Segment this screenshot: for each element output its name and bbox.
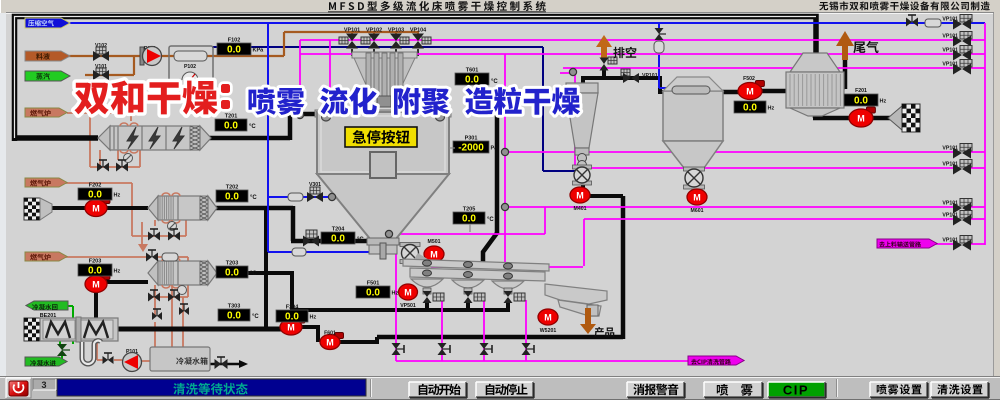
svg-text:VP101: VP101 xyxy=(642,73,658,79)
svg-text:M401: M401 xyxy=(574,206,587,212)
svg-text:0.0: 0.0 xyxy=(465,75,479,86)
svg-text:0.0: 0.0 xyxy=(854,96,868,107)
svg-text:M601: M601 xyxy=(691,208,704,214)
svg-text:VP104: VP104 xyxy=(410,28,426,34)
svg-text:F202: F202 xyxy=(89,183,102,189)
svg-text:VP103: VP103 xyxy=(388,28,404,34)
svg-text:CIP: CIP xyxy=(783,383,809,398)
svg-text:V101: V101 xyxy=(95,64,107,70)
svg-text:M: M xyxy=(693,193,701,203)
svg-text:T601: T601 xyxy=(466,68,479,74)
svg-text:°C: °C xyxy=(250,271,257,277)
svg-text:M: M xyxy=(92,204,100,214)
svg-text:M: M xyxy=(326,338,334,348)
svg-text:VP101: VP101 xyxy=(942,146,958,152)
svg-text:F203: F203 xyxy=(89,259,102,265)
svg-text:F502: F502 xyxy=(743,76,755,82)
svg-text:Hz: Hz xyxy=(880,99,887,105)
svg-text:°C: °C xyxy=(357,237,364,243)
svg-text:T303: T303 xyxy=(228,304,241,310)
svg-text:0.0: 0.0 xyxy=(224,121,238,132)
svg-text:KPa: KPa xyxy=(253,48,265,54)
svg-text:P102: P102 xyxy=(184,64,196,70)
svg-text:Pa: Pa xyxy=(491,146,499,152)
svg-text:M: M xyxy=(92,280,100,290)
svg-text:°C: °C xyxy=(491,79,498,85)
svg-text:M: M xyxy=(404,288,412,298)
svg-text:0.0: 0.0 xyxy=(462,214,476,225)
svg-text:BE201: BE201 xyxy=(40,313,56,319)
svg-text:F601: F601 xyxy=(324,331,336,337)
svg-text:F102: F102 xyxy=(228,38,241,44)
svg-text:0.0: 0.0 xyxy=(225,268,239,279)
svg-text:VP101: VP101 xyxy=(942,201,958,207)
svg-text:VP101: VP101 xyxy=(942,213,958,219)
svg-text:0.0: 0.0 xyxy=(227,45,241,56)
svg-text:VP501: VP501 xyxy=(400,303,416,309)
svg-text:T201: T201 xyxy=(225,114,238,120)
svg-text:F201: F201 xyxy=(855,88,867,94)
svg-text:M: M xyxy=(576,191,584,201)
svg-text:VP101: VP101 xyxy=(942,62,958,68)
svg-text:M: M xyxy=(857,114,865,124)
svg-text:M501: M501 xyxy=(428,239,441,245)
svg-text:T204: T204 xyxy=(332,227,345,233)
svg-text:0.0: 0.0 xyxy=(225,192,239,203)
svg-text:°C: °C xyxy=(250,195,257,201)
svg-text:M: M xyxy=(287,323,295,333)
svg-text:M: M xyxy=(746,87,754,97)
svg-text:VP101: VP101 xyxy=(942,17,958,23)
svg-text:F204: F204 xyxy=(286,305,299,311)
svg-text:Hz: Hz xyxy=(310,315,317,321)
svg-text:V102: V102 xyxy=(95,43,107,49)
svg-text:Hz: Hz xyxy=(768,106,775,112)
svg-text:VP101: VP101 xyxy=(942,34,958,40)
svg-text:T203: T203 xyxy=(226,261,239,267)
svg-text:V301: V301 xyxy=(309,182,321,188)
svg-text:W5201: W5201 xyxy=(540,328,557,334)
svg-text:°C: °C xyxy=(252,314,259,320)
svg-text:F501: F501 xyxy=(367,281,380,287)
svg-text:VP101: VP101 xyxy=(344,28,360,34)
svg-text:VP101: VP101 xyxy=(942,162,958,168)
svg-text:VP102: VP102 xyxy=(366,28,382,34)
svg-text:T205: T205 xyxy=(463,207,476,213)
svg-text:0.0: 0.0 xyxy=(366,288,380,299)
svg-text:Hz: Hz xyxy=(114,269,121,275)
svg-text:°C: °C xyxy=(249,124,256,130)
svg-text:Hz: Hz xyxy=(114,193,121,199)
svg-text:Hz: Hz xyxy=(392,291,399,297)
svg-text:P301: P301 xyxy=(465,136,478,142)
svg-text:0.0: 0.0 xyxy=(88,190,102,201)
svg-text:°C: °C xyxy=(487,217,494,223)
svg-text:0.0: 0.0 xyxy=(88,266,102,277)
svg-text:0.0: 0.0 xyxy=(331,234,345,245)
svg-text:M: M xyxy=(544,313,552,323)
svg-text:0.0: 0.0 xyxy=(743,103,757,114)
svg-text:VP101: VP101 xyxy=(942,238,958,244)
svg-text:0.0: 0.0 xyxy=(285,312,299,323)
svg-text:VP101: VP101 xyxy=(942,48,958,54)
svg-text:-2000: -2000 xyxy=(458,143,484,154)
svg-text:T202: T202 xyxy=(226,185,239,191)
svg-text:3: 3 xyxy=(41,380,46,390)
svg-text:M: M xyxy=(430,250,438,260)
svg-text:0.0: 0.0 xyxy=(227,311,241,322)
